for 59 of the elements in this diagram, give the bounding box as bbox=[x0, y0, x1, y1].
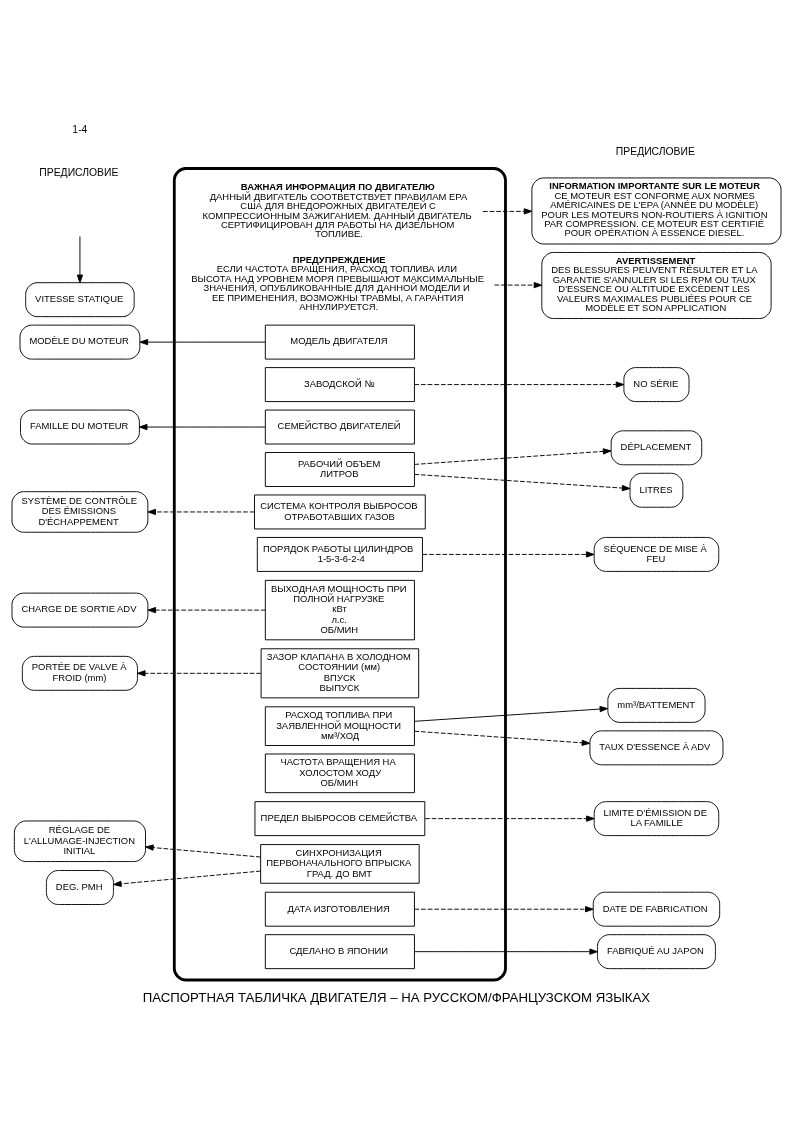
node-box: СИСТЕМА КОНТРОЛЯ ВЫБРОСОВ ОТРАБОТАВШИХ ГАЗОВ bbox=[254, 494, 426, 530]
node-box: РАСХОД ТОПЛИВА ПРИ ЗАЯВЛЕННОЙ МОЩНОСТИ мм³/ХОД bbox=[264, 706, 415, 746]
arrow bbox=[147, 508, 255, 516]
arrow bbox=[113, 870, 262, 887]
label: ПРЕДИСЛОВИЕ bbox=[615, 146, 695, 158]
node-box: SYSTÈME DE CONTRÔLE DES ÉMISSIONS D'ÉCHAPPEMENT bbox=[11, 491, 149, 533]
arrow bbox=[139, 339, 266, 346]
node-box: RÉGLAGE DE L'ALLUMAGE-INJECTION INITIAL bbox=[13, 820, 146, 863]
node-box: ПРЕДЕЛ ВЫБРОСОВ СЕМЕЙСТВА bbox=[254, 801, 426, 837]
arrow bbox=[482, 208, 533, 215]
label: ПРЕДИСЛОВИЕ bbox=[39, 166, 119, 178]
node-box: LITRES bbox=[629, 472, 684, 508]
node-box: ЗАВОДСКОЙ № bbox=[264, 367, 415, 403]
arrow bbox=[137, 670, 262, 677]
node-box: FABRIQUÉ AU JAPON bbox=[597, 934, 716, 970]
arrow bbox=[422, 551, 595, 558]
arrow bbox=[76, 235, 84, 284]
node-box: СИНХРОНИЗАЦИЯ ПЕРВОНАЧАЛЬНОГО ВПРЫСКА ГРАД. ДО ВМТ bbox=[260, 844, 420, 884]
arrow bbox=[414, 448, 612, 465]
node-box: DÉPLACEMENT bbox=[610, 430, 703, 466]
node-box: SÉQUENCE DE MISE À FEU bbox=[593, 536, 720, 572]
arrow bbox=[414, 381, 625, 388]
node-box: ВЫХОДНАЯ МОЩНОСТЬ ПРИ ПОЛНОЙ НАГРУЗКЕ кВт л.с. ОБ/МИН bbox=[264, 579, 415, 641]
node-box: ЗАЗОР КЛАПАНА В ХОЛОДНОМ СОСТОЯНИИ (мм) ВПУСК ВЫПУСК bbox=[260, 648, 420, 699]
node-box: СДЕЛАНО В ЯПОНИИ bbox=[264, 934, 415, 970]
node-box: CHARGE DE SORTIE ADV bbox=[11, 592, 149, 628]
arrow bbox=[414, 906, 594, 913]
arrow bbox=[414, 705, 609, 722]
node-box: СЕМЕЙСТВО ДВИГАТЕЛЕЙ bbox=[264, 409, 415, 445]
cluster bbox=[172, 167, 507, 982]
node-box: ДАТА ИЗГОТОВЛЕНИЯ bbox=[264, 891, 415, 927]
node-box: DEG. PMH bbox=[45, 870, 114, 905]
node-box: ЧАСТОТА ВРАЩЕНИЯ НА ХОЛОСТОМ ХОДУ ОБ/МИН bbox=[264, 753, 415, 794]
node-box: mm³/BATTEMENT bbox=[607, 687, 706, 723]
arrow bbox=[414, 473, 631, 492]
arrow bbox=[424, 815, 595, 822]
node-box: PORTÉE DE VALVE À FROID (mm) bbox=[21, 655, 138, 691]
node-box: DATE DE FABRICATION bbox=[592, 891, 721, 927]
arrow bbox=[138, 423, 266, 431]
node-box: LIMITE D'ÉMISSION DE LA FAMILLE bbox=[593, 801, 720, 837]
node-box: FAMILLE DU MOTEUR bbox=[20, 409, 140, 445]
node-box: MODÈLE DU MOTEUR bbox=[19, 324, 141, 360]
arrow bbox=[147, 607, 266, 614]
arrow bbox=[414, 730, 591, 746]
node-box: NO SÉRIE bbox=[623, 367, 690, 403]
node-box: РАБОЧИЙ ОБЪЕМ ЛИТРОВ bbox=[264, 452, 415, 487]
node-text: ПРЕДУПРЕЖДЕНИЕ ЕСЛИ ЧАСТОТА ВРАЩЕНИЯ, РАСХОД ТОПЛИВА ИЛИ ВЫСОТА НАД УРОВНЕМ МОРЯ ПРЕВЫШАЮТ МАКСИМАЛЬНЫЕ ЗНАЧЕНИЯ, ОПУБЛИКОВАННЫЕ ДЛЯ ДАННОЙ МОДЕЛИ И ЕЕ ПРИМЕНЕНИЯ, ВОЗМОЖНЫ ТРАВМЫ, А ГАРАНТИЯ АННУЛИРУЕТСЯ. bbox=[191, 253, 484, 313]
node-box: МОДЕЛЬ ДВИГАТЕЛЯ bbox=[264, 324, 415, 360]
node-box: TAUX D'ESSENCE À ADV bbox=[589, 730, 724, 766]
arrow bbox=[414, 948, 598, 955]
node-text: ВАЖНАЯ ИНФОРМАЦИЯ ПО ДВИГАТЕЛЮ ДАННЫЙ ДВИГАТЕЛЬ СООТВЕТСТВУЕТ ПРАВИЛАМ EPA США ДЛЯ ВНЕДОРОЖНЫХ ДВИГАТЕЛЕЙ С КОМПРЕССИОННЫМ ЗАЖИГАНИЕМ. ДАННЫЙ ДВИГАТЕЛЬ СЕРТИФИЦИРОВАН ДЛЯ РАБОТЫ НА ДИЗЕЛЬНОМ ТОПЛИВЕ. bbox=[202, 181, 472, 240]
arrow bbox=[494, 282, 543, 289]
node-box: AVERTISSEMENT DES BLESSURES PEUVENT RÉSULTER ET LA GARANTIE S'ANNULER SI LES RPM OU TAUX D'ESSENCE OU ALTITUDE EXCÈDENT LES VALEURS MAXIMALES PUBLIÉES POUR CE MODÈLE ET SON APPLICATION bbox=[541, 252, 772, 319]
label: 1-4 bbox=[72, 124, 88, 136]
caption: ПАСПОРТНАЯ ТАБЛИЧКА ДВИГАТЕЛЯ – НА РУССКОМ/ФРАНЦУЗСКОМ ЯЗЫКАХ bbox=[142, 989, 651, 1005]
node-box: ПОРЯДОК РАБОТЫ ЦИЛИНДРОВ 1-5-3-6-2-4 bbox=[256, 536, 423, 572]
node-box: VITESSE STATIQUE bbox=[25, 282, 135, 318]
node-box: INFORMATION IMPORTANTE SUR LE MOTEUR CE MOTEUR EST CONFORME AUX NORMES AMÉRICAINES DE L'EPA (ANNÉE DU MODÈLE) POUR LES MOTEURS NON-ROUTIERS À IGNITION PAR COMPRESSION. CE MOTEUR EST CERTIFIÉ POUR OPÉRATION À ESSENCE DIESEL. bbox=[531, 177, 782, 245]
arrow bbox=[145, 844, 261, 858]
